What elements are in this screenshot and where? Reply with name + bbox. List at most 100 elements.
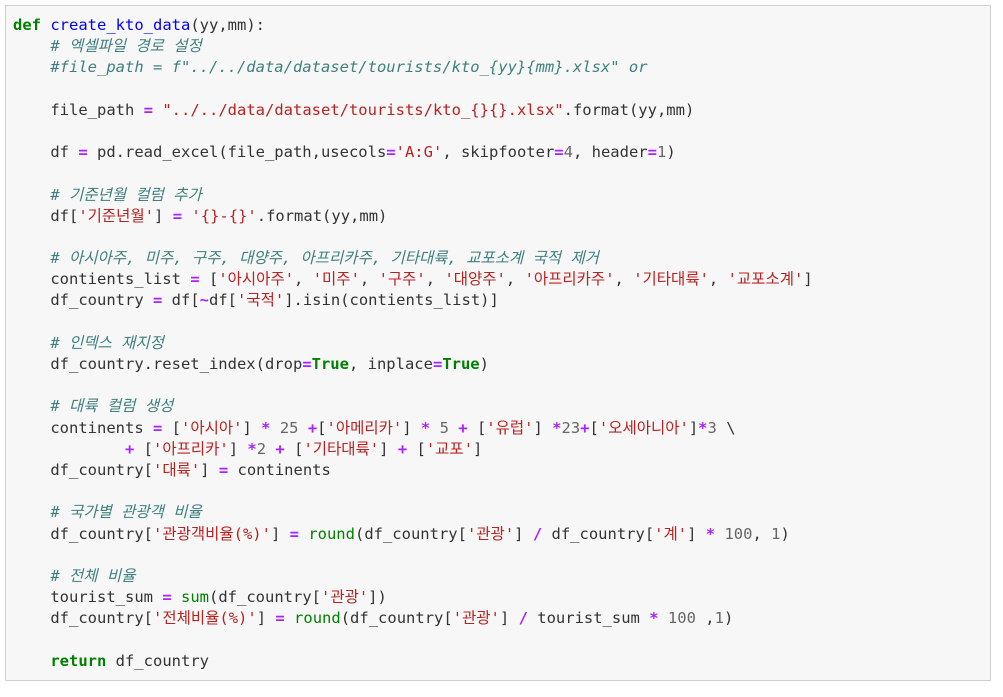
code-token: [182, 207, 191, 225]
code-token: file_path: [13, 100, 144, 119]
code-token: df[: [209, 291, 237, 310]
code-token: def: [13, 16, 41, 34]
code-token: =: [152, 291, 163, 310]
code-line: df_country['관광객비율(%)'] = round(df_countr…: [13, 524, 813, 545]
code-editor[interactable]: def create_kto_data(yy,mm): # 엑셀파일 경로 설정…: [13, 15, 813, 672]
code-token: ): [723, 609, 734, 628]
code-token: # 기준년월 컬럼 추가: [50, 185, 202, 204]
code-token: continents: [228, 460, 331, 479]
code-token: /: [518, 609, 528, 628]
code-token: =: [78, 143, 88, 162]
code-token: ]: [687, 524, 706, 543]
code-line: file_path = "../../data/dataset/tourists…: [13, 100, 813, 121]
code-token: '대양주': [444, 270, 506, 289]
code-token: ,: [425, 270, 445, 289]
code-token: '아프리카': [153, 439, 229, 458]
code-token: (yy,mm):: [190, 16, 265, 34]
code-token: '유럽': [486, 418, 534, 437]
code-token: , header: [572, 143, 648, 162]
code-token: .format(yy,mm): [256, 206, 388, 225]
code-token: ]: [200, 460, 219, 479]
code-line: # 전체 비율: [13, 566, 813, 587]
code-token: ]: [270, 524, 290, 543]
code-line: [13, 545, 813, 566]
code-token: =: [275, 609, 285, 628]
code-token: return: [50, 651, 107, 670]
code-token: '오세아니아': [598, 418, 689, 437]
code-token: [659, 609, 668, 627]
code-token: 100: [724, 524, 753, 543]
code-token: create_kto_data: [50, 16, 191, 34]
code-line: #file_path = f"../../data/dataset/touris…: [13, 57, 813, 78]
code-token: df_country[: [13, 524, 153, 543]
code-token: +: [275, 439, 285, 458]
code-line: df_country['전체비율(%)'] = round(df_country…: [13, 608, 813, 629]
code-token: '관광': [466, 524, 515, 543]
code-token: ]: [256, 609, 276, 628]
code-token: df_country[: [542, 524, 655, 543]
code-token: [285, 609, 294, 627]
code-token: [: [162, 418, 181, 437]
code-token: '관광': [452, 609, 500, 628]
code-token: ]: [402, 418, 421, 437]
code-token: =: [162, 588, 172, 607]
code-token: '아시아': [181, 418, 243, 437]
code-line: [13, 312, 813, 333]
code-token: *: [705, 524, 716, 543]
code-line: return df_country: [13, 651, 813, 672]
code-cell[interactable]: def create_kto_data(yy,mm): # 엑셀파일 경로 설정…: [5, 5, 991, 681]
code-token: +: [307, 418, 318, 437]
code-token: ~: [199, 291, 209, 310]
code-token: '아프리카주': [524, 270, 615, 289]
code-token: *: [420, 418, 431, 437]
code-token: df[: [162, 291, 200, 310]
code-token: [299, 525, 308, 543]
code-token: , inplace: [348, 355, 433, 373]
code-token: '{}-{}': [191, 206, 257, 225]
code-token: =: [302, 355, 312, 373]
code-token: [: [317, 418, 327, 437]
code-token: (df_country[: [340, 609, 453, 628]
code-token: #file_path = f"../../data/dataset/touris…: [50, 58, 648, 77]
code-token: [41, 16, 50, 34]
code-token: '교포소계': [727, 270, 804, 289]
code-token: '관광객비율(%)': [152, 524, 271, 543]
code-token: df[: [13, 206, 79, 225]
code-token: *: [247, 439, 257, 458]
code-token: =: [190, 270, 200, 289]
code-line: tourist_sum = sum(df_country['관광']): [13, 587, 813, 608]
code-token: +: [124, 439, 135, 458]
code-token: +: [580, 418, 590, 437]
code-token: ]: [514, 524, 533, 543]
code-token: df_country: [106, 651, 209, 670]
code-token: *: [698, 418, 708, 437]
code-token: ,: [505, 270, 525, 289]
code-token: ].isin(contients_list)]: [284, 291, 499, 310]
code-token: ]: [154, 206, 173, 225]
code-token: 'A:G': [395, 143, 443, 162]
code-token: # 인덱스 재지정: [50, 333, 164, 352]
code-line: [13, 375, 813, 396]
code-line: [13, 121, 813, 142]
code-token: [153, 101, 162, 119]
code-token: *: [552, 418, 562, 437]
code-token: \: [716, 418, 736, 437]
code-token: =: [647, 143, 657, 162]
code-token: 4: [563, 143, 573, 162]
code-token: 23: [561, 418, 581, 437]
code-token: '국적': [237, 291, 285, 310]
code-token: =: [172, 206, 183, 225]
code-token: (df_country[: [354, 524, 467, 543]
code-line: + ['아프리카'] *2 + ['기타대륙'] + ['교포']: [13, 439, 813, 460]
code-token: # 전체 비율: [50, 566, 136, 585]
code-token: [13, 186, 50, 204]
code-token: ): [780, 524, 790, 543]
code-token: *: [649, 609, 659, 628]
code-line: df['기준년월'] = '{}-{}'.format(yy,mm): [13, 206, 813, 227]
code-token: [: [407, 439, 426, 458]
code-token: '아시아주': [218, 270, 295, 289]
code-token: df_country[: [13, 609, 153, 628]
code-token: .format(yy,mm): [563, 100, 695, 119]
code-token: '전체비율(%)': [152, 609, 257, 628]
code-token: pd.read_excel(file_path,usecols: [87, 143, 387, 162]
